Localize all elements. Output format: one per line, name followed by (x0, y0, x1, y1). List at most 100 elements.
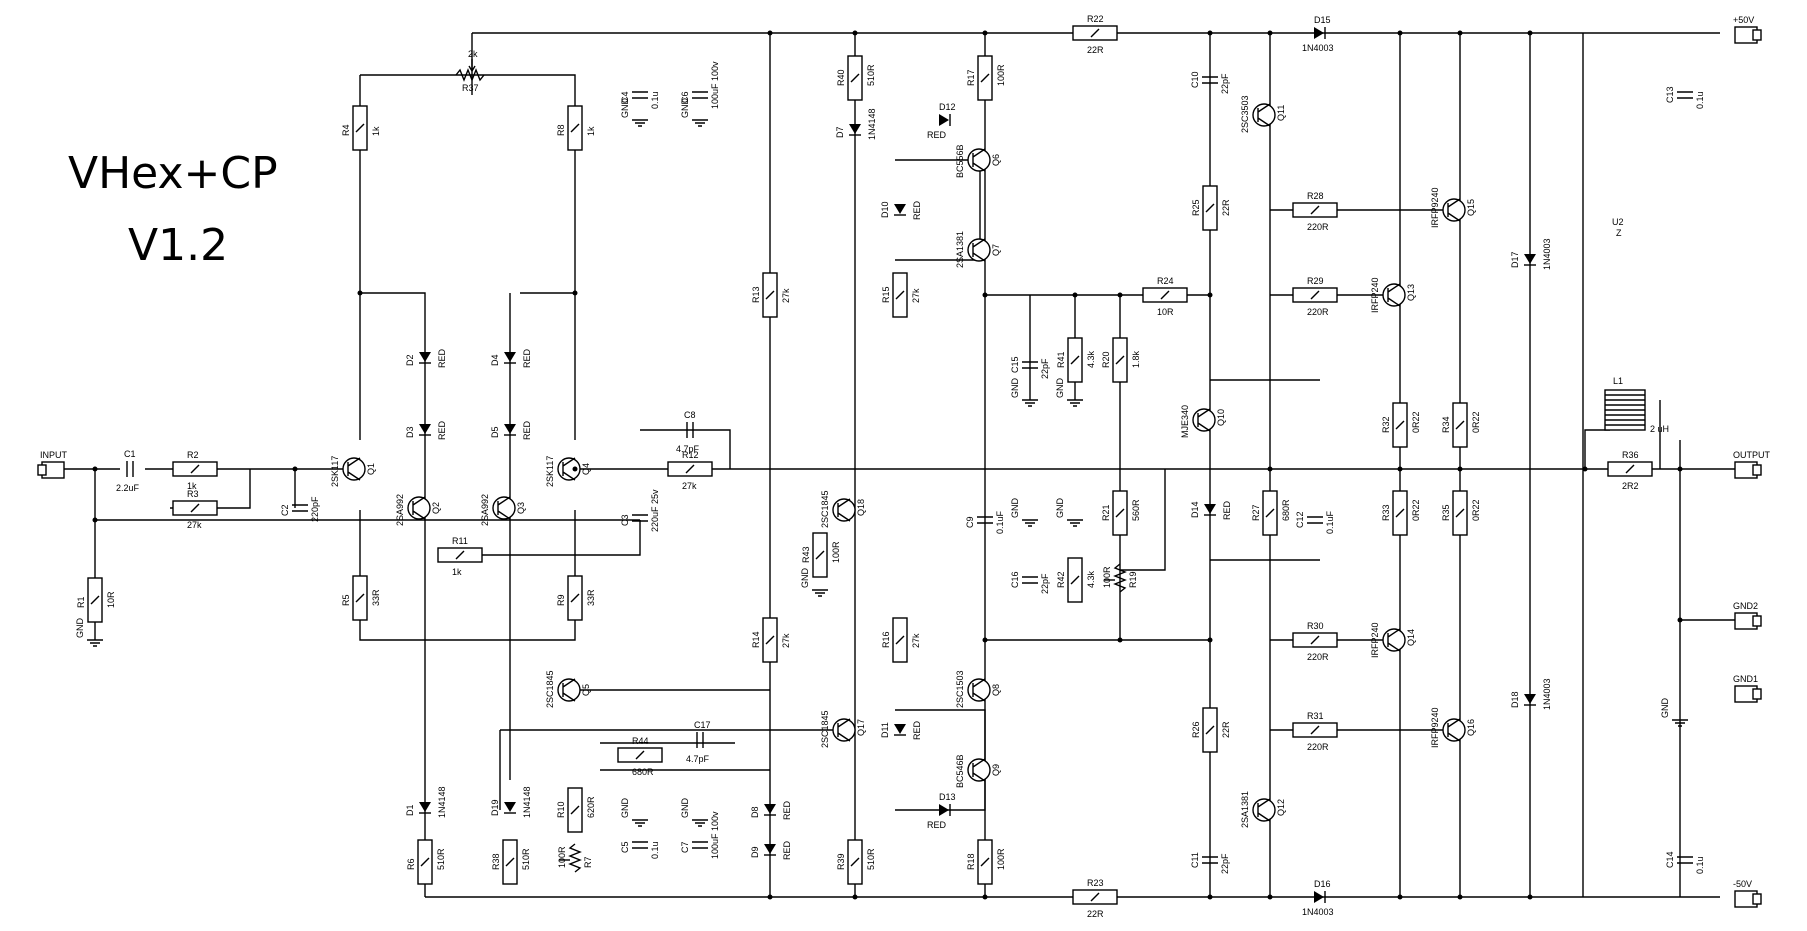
transistor-type: MJE340 (1180, 405, 1190, 438)
diode-ref: D3 (405, 426, 415, 438)
junction-dot (1397, 30, 1403, 36)
resistor-ref: R5 (341, 594, 351, 606)
resistor-value: 1k (371, 126, 381, 136)
resistor-ref: R41 (1056, 351, 1066, 368)
diode-value: 1N4003 (1542, 678, 1552, 710)
ground-icon: GND (1010, 378, 1038, 407)
connector-label: -50V (1733, 879, 1752, 889)
junctions (92, 30, 1683, 900)
wires (60, 32, 1735, 898)
junction-dot (982, 30, 988, 36)
transistor-ref: Q1 (366, 463, 376, 475)
ground-label: GND (1010, 378, 1020, 399)
u2-ref: U2 (1612, 217, 1624, 227)
connector-neg: -50V (1733, 879, 1762, 908)
transistor-type: 2SK117 (545, 456, 555, 487)
schematic-title: VHex+CP (68, 148, 278, 199)
capacitor-ref: C5 (620, 841, 630, 853)
resistor-value: 0R22 (1471, 499, 1481, 521)
transistor-ref: Q16 (1466, 719, 1476, 736)
resistor-value: 27k (682, 481, 697, 491)
junction-dot (982, 292, 988, 298)
inductor-ref: L1 (1613, 376, 1623, 386)
resistor-ref: R9 (556, 594, 566, 606)
resistor-value: 10R (1157, 307, 1174, 317)
junction-dot (1072, 292, 1078, 298)
resistor-value: 220R (1307, 222, 1329, 232)
u2-value: Z (1616, 228, 1622, 238)
transistor-ref: Q6 (991, 154, 1001, 166)
capacitor-ref: C6 (680, 91, 690, 103)
potentiometer-ref: R19 (1128, 571, 1138, 588)
junction-dot (852, 30, 858, 36)
diode-ref: D9 (750, 846, 760, 858)
resistor-ref: R42 (1056, 571, 1066, 588)
resistor-value: 22R (1221, 721, 1231, 738)
resistor-ref: R32 (1381, 416, 1391, 433)
diode-value: 1N4003 (1542, 238, 1552, 270)
resistor-ref: R12 (682, 450, 699, 460)
diode-value: RED (912, 200, 922, 220)
junction-dot (1267, 894, 1273, 900)
resistor-value: 100R (996, 848, 1006, 870)
potentiometer-value: 100R (557, 846, 567, 868)
diode-ref: D14 (1190, 501, 1200, 518)
diode-ref: D8 (750, 806, 760, 818)
resistor-value: 27k (781, 633, 791, 648)
junction-dot (292, 466, 298, 472)
transistor-ref: Q2 (431, 502, 441, 514)
capacitor-c8: C84.7pF (676, 410, 700, 454)
diode-ref: D19 (490, 799, 500, 816)
capacitor-ref: C9 (965, 516, 975, 528)
resistor-ref: R25 (1191, 199, 1201, 216)
resistor-ref: R24 (1157, 276, 1174, 286)
resistor-value: 4.3k (1086, 350, 1096, 368)
transistor-type: 2SC1845 (820, 710, 830, 748)
potentiometer-value: 2k (468, 49, 478, 59)
ground-icon: GND (1010, 498, 1038, 527)
junction-dot (982, 637, 988, 643)
resistor-ref: R11 (452, 536, 468, 546)
capacitor-ref: C15 (1010, 356, 1020, 373)
diode-value: RED (1222, 500, 1232, 520)
resistor-value: 510R (436, 848, 446, 870)
resistor-value: 0R22 (1411, 499, 1421, 521)
connector-label: +50V (1733, 15, 1754, 25)
resistor-value: 510R (866, 64, 876, 86)
diode-ref: D4 (490, 354, 500, 366)
ground-label: GND (75, 618, 85, 639)
capacitor-ref: C12 (1295, 511, 1305, 528)
resistor-ref: R8 (556, 124, 566, 136)
ground-icon: GND (1055, 378, 1083, 407)
potentiometer-ref: R37 (462, 83, 479, 93)
diode-value: RED (782, 800, 792, 820)
resistor-ref: R16 (881, 631, 891, 648)
